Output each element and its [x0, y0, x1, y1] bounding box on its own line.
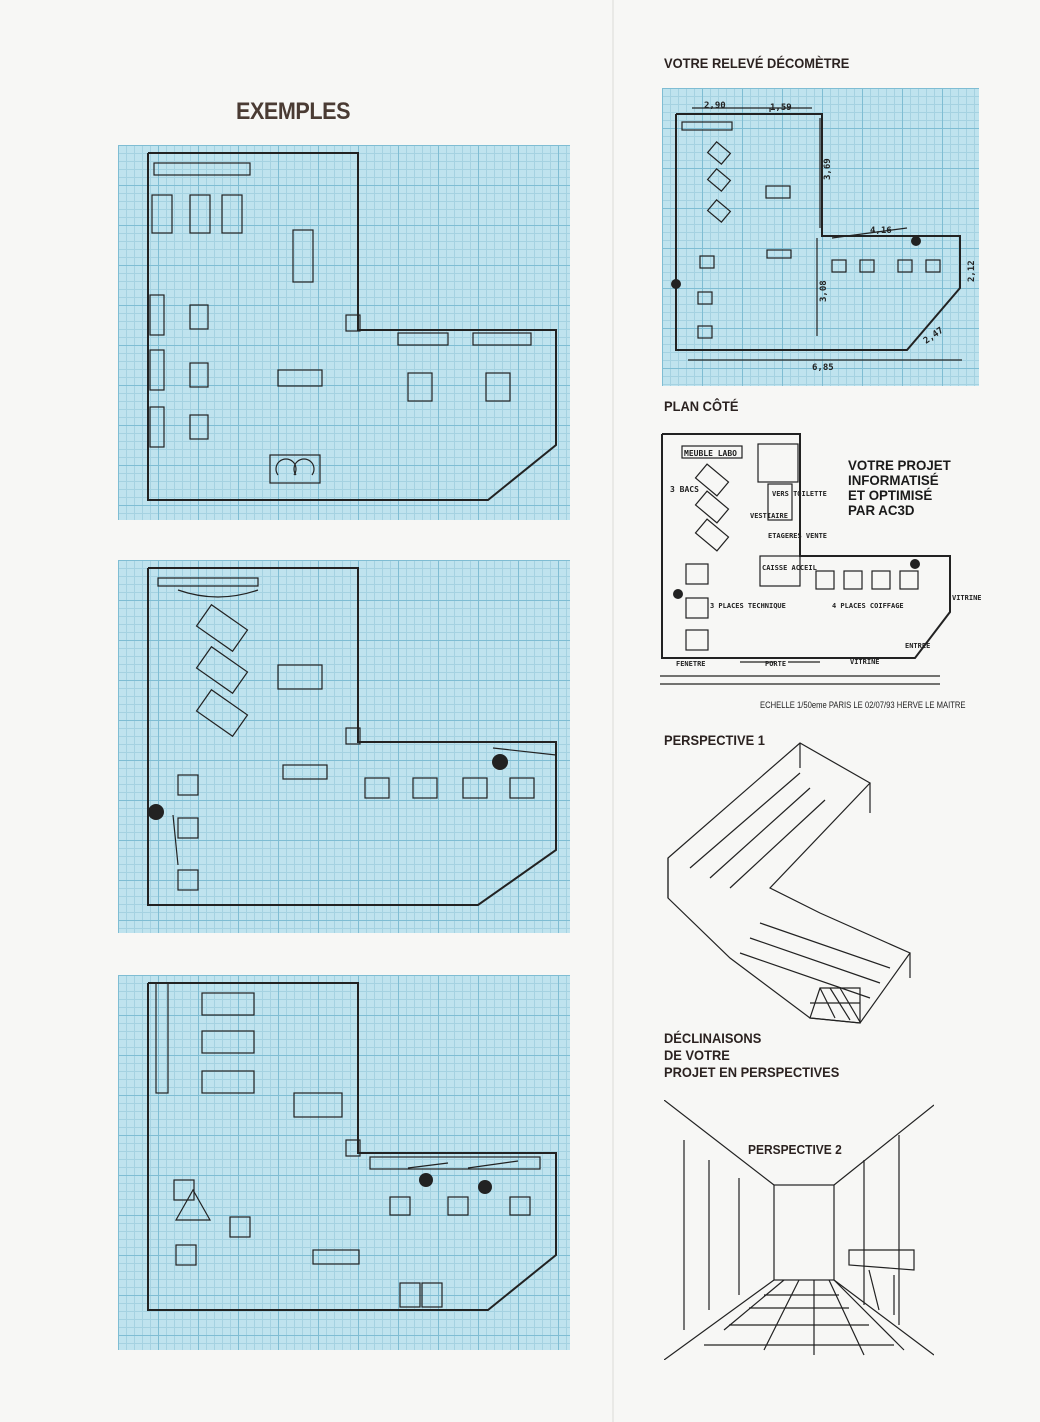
perspective-2-drawing [663, 1099, 935, 1361]
project-line-2: INFORMATISÉ [848, 472, 939, 488]
example-plan-1-drawing [147, 152, 557, 501]
label-porte: PORTE [765, 660, 786, 668]
example-plan-3-drawing [147, 982, 557, 1311]
declinaisons-text: DÉCLINAISONS DE VOTRE PROJET EN PERSPECT… [664, 1030, 839, 1081]
label-vers-toilette: VERS TOILETTE [772, 490, 827, 498]
project-line-1: VOTRE PROJET [848, 457, 951, 473]
plan-title: PLAN CÔTÉ [664, 398, 739, 414]
examples-title: EXEMPLES [236, 98, 351, 125]
releve-dim-4: 3,08 [819, 280, 829, 302]
declinaisons-line-1: DÉCLINAISONS [664, 1030, 762, 1046]
project-text: VOTRE PROJET INFORMATISÉ ET OPTIMISÉ PAR… [848, 458, 951, 518]
example-plan-1 [118, 145, 570, 520]
releve-dim-5: 2,12 [967, 260, 977, 282]
releve-title: VOTRE RELEVÉ DÉCOMÈTRE [664, 55, 850, 71]
label-caisse-accueil: CAISSE ACCEIL [762, 564, 817, 572]
releve-dim-7: 6,85 [812, 363, 834, 373]
declinaisons-line-2: DE VOTRE [664, 1047, 730, 1063]
label-places-technique: 3 PLACES TECHNIQUE [710, 602, 786, 610]
example-plan-2-drawing [147, 567, 557, 906]
example-plan-2 [118, 560, 570, 933]
label-fenetre: FENETRE [676, 660, 706, 668]
label-etageres-vente: ETAGERES VENTE [768, 532, 827, 540]
label-bacs: 3 BACS [670, 485, 699, 494]
page-fold [612, 0, 614, 1422]
releve-plan: 2,90 1,59 3,69 4,16 3,08 2,12 2,47 6,85 [662, 88, 979, 386]
releve-dim-0: 2,90 [704, 101, 726, 111]
releve-dim-3: 4,16 [870, 226, 892, 236]
perspective2-title: PERSPECTIVE 2 [748, 1142, 842, 1157]
label-vestiaire: VESTIAIRE [750, 512, 788, 520]
example-plan-3 [118, 975, 570, 1350]
releve-dim-2: 3,69 [823, 158, 833, 180]
perspective1-title: PERSPECTIVE 1 [664, 732, 765, 748]
plan-scale-note: ECHELLE 1/50eme PARIS LE 02/07/93 HERVE … [760, 700, 966, 710]
label-places-coiffage: 4 PLACES COIFFAGE [832, 602, 904, 610]
perspective-1 [660, 738, 930, 1028]
project-line-3: ET OPTIMISÉ [848, 487, 933, 503]
plan-cote-drawing: MEUBLE LABO 3 BACS VERS TOILETTE VESTIAI… [660, 433, 982, 685]
plan-cote: MEUBLE LABO 3 BACS VERS TOILETTE VESTIAI… [660, 426, 985, 691]
label-vitrine-bottom: VITRINE [850, 658, 880, 666]
releve-dim-1: 1,59 [770, 103, 792, 113]
releve-plan-drawing: 2,90 1,59 3,69 4,16 3,08 2,12 2,47 6,85 [671, 101, 977, 373]
label-vitrine-right: VITRINE [952, 594, 982, 602]
label-meuble-labo: MEUBLE LABO [684, 449, 737, 458]
perspective-2: PERSPECTIVE 2 [663, 1099, 935, 1361]
project-line-4: PAR AC3D [848, 502, 915, 518]
perspective-1-drawing [667, 742, 911, 1024]
declinaisons-line-3: PROJET EN PERSPECTIVES [664, 1064, 840, 1080]
label-entree: ENTREE [905, 642, 930, 650]
